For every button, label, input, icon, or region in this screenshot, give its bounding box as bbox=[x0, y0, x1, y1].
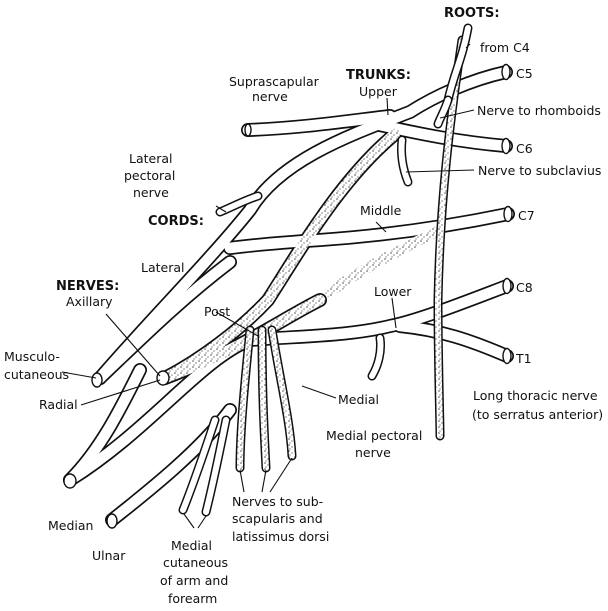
heading-cords: CORDS: bbox=[148, 214, 204, 229]
label-middle-trunk: Middle bbox=[360, 203, 402, 218]
label-musculocutaneous-2: cutaneous bbox=[4, 367, 69, 382]
label-medial-pectoral-1: Medial pectoral bbox=[326, 428, 422, 443]
label-medial-cutaneous-3: of arm and bbox=[160, 573, 228, 588]
label-nerve-to-rhomboids: Nerve to rhomboids bbox=[477, 103, 601, 118]
label-radial: Radial bbox=[39, 397, 78, 412]
label-subscapular-2: scapularis and bbox=[232, 511, 323, 526]
label-lower-trunk: Lower bbox=[374, 284, 412, 299]
label-c5: C5 bbox=[516, 66, 533, 81]
label-ulnar: Ulnar bbox=[92, 548, 126, 563]
label-medial-cutaneous-4: forearm bbox=[168, 591, 217, 606]
c6-end bbox=[502, 139, 510, 154]
c8-end bbox=[503, 279, 511, 294]
label-long-thoracic-2: (to serratus anterior) bbox=[472, 407, 603, 422]
label-medial-cord: Medial bbox=[338, 392, 379, 407]
label-axillary: Axillary bbox=[66, 294, 113, 309]
label-c6: C6 bbox=[516, 141, 533, 156]
musculocutaneous-end bbox=[92, 373, 102, 387]
ulnar-end bbox=[107, 514, 117, 528]
label-suprascapular-2: nerve bbox=[252, 89, 288, 104]
label-lateral-cord: Lateral bbox=[141, 260, 185, 275]
c5-end bbox=[502, 65, 510, 80]
label-lateral-pectoral-2: pectoral bbox=[124, 168, 175, 183]
label-from-c4: from C4 bbox=[480, 40, 530, 55]
label-c7: C7 bbox=[518, 208, 535, 223]
label-lateral-pectoral-3: nerve bbox=[133, 185, 169, 200]
label-subscapular-1: Nerves to sub- bbox=[232, 494, 323, 509]
label-posterior-cord: Post bbox=[204, 304, 230, 319]
nerve-drawing bbox=[64, 28, 512, 528]
label-t1: T1 bbox=[515, 351, 532, 366]
heading-nerves: NERVES: bbox=[56, 279, 119, 294]
label-medial-pectoral-2: nerve bbox=[355, 445, 391, 460]
label-median: Median bbox=[48, 518, 93, 533]
suprascapular-end bbox=[245, 124, 251, 136]
label-lateral-pectoral-1: Lateral bbox=[129, 151, 173, 166]
label-subscapular-3: latissimus dorsi bbox=[232, 529, 329, 544]
label-c8: C8 bbox=[516, 280, 533, 295]
label-medial-cutaneous-2: cutaneous bbox=[163, 555, 228, 570]
label-suprascapular-1: Suprascapular bbox=[229, 74, 320, 89]
median-end bbox=[64, 474, 76, 488]
heading-roots: ROOTS: bbox=[444, 6, 500, 21]
radial-end bbox=[157, 371, 169, 385]
label-upper-trunk: Upper bbox=[359, 84, 398, 99]
t1-end bbox=[503, 349, 511, 364]
c7-end bbox=[504, 207, 512, 222]
label-musculocutaneous-1: Musculo- bbox=[4, 349, 60, 364]
label-medial-cutaneous-1: Medial bbox=[171, 538, 212, 553]
label-long-thoracic-1: Long thoracic nerve bbox=[473, 388, 598, 403]
heading-trunks: TRUNKS: bbox=[346, 68, 411, 83]
label-nerve-to-subclavius: Nerve to subclavius bbox=[478, 163, 601, 178]
